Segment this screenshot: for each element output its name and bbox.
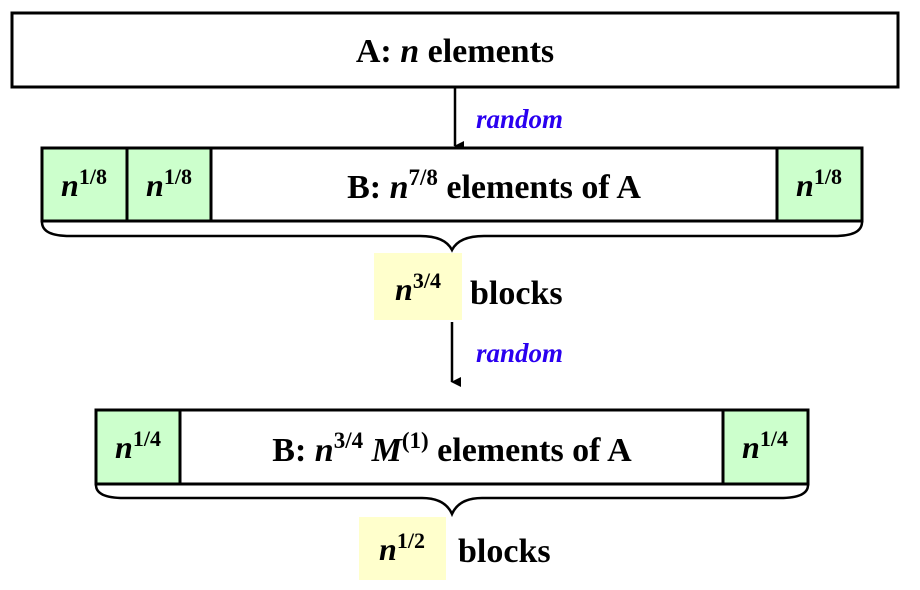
box-a: A: n elements: [10, 11, 900, 89]
blocks-count: n3/4: [395, 268, 441, 307]
blocks-count-highlight: [374, 253, 462, 320]
cell-label: n1/4: [742, 426, 788, 465]
box-a-label: A: n elements: [356, 33, 554, 70]
cell-label: n1/4: [115, 426, 161, 465]
cell-label: n1/8: [61, 164, 107, 203]
blocks-label: blocks: [470, 275, 563, 312]
box-b2-label: B: n3/4 M(1) elements of A: [272, 428, 632, 469]
blocks-count: n1/2: [379, 528, 425, 567]
box-b2: n1/4 n1/4 B: n3/4 M(1) elements of A: [94, 408, 810, 486]
cell-label: n1/8: [796, 164, 842, 203]
brace: [40, 221, 864, 253]
green-cell: [775, 146, 864, 223]
box-b1-label: B: n7/8 elements of A: [347, 165, 641, 206]
green-cell: [94, 408, 182, 486]
blocks-label: blocks: [458, 533, 551, 570]
box-b1: n1/8 n1/8 n1/8 B: n7/8 elements of A: [40, 146, 864, 223]
green-cell: [40, 146, 129, 223]
random-label: random: [476, 338, 563, 368]
random-label: random: [476, 104, 563, 134]
cell-label: n1/8: [146, 164, 192, 203]
green-cell: [721, 408, 810, 486]
blocks-count-highlight: [359, 517, 446, 580]
green-cell: [125, 146, 213, 223]
brace: [94, 484, 810, 518]
